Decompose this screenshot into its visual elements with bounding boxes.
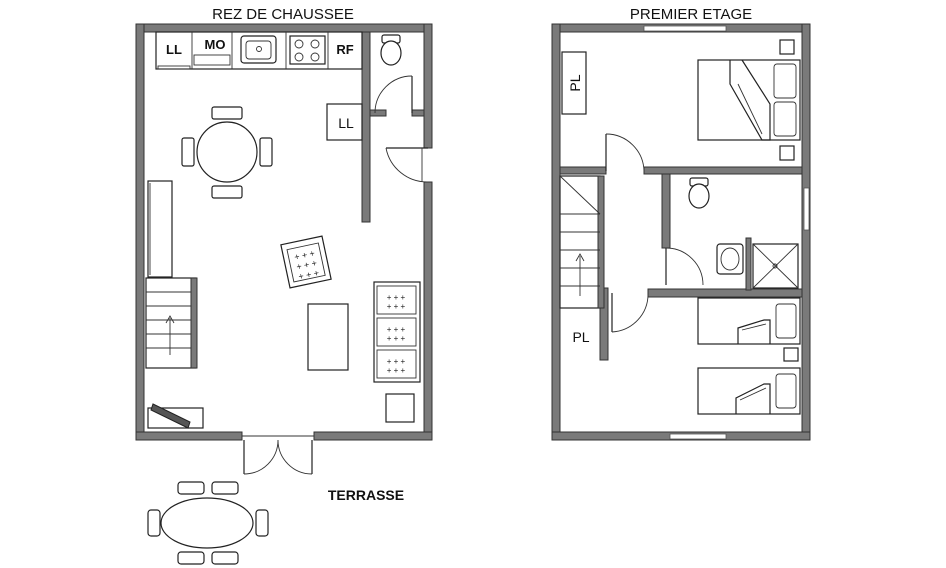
bedroom1-door	[605, 133, 645, 172]
wardrobe	[147, 180, 173, 278]
washing-machine-label: LL	[166, 42, 182, 57]
chair	[211, 551, 239, 565]
wc-door	[374, 75, 413, 114]
wc-partition-wall	[361, 31, 371, 223]
svg-text:+ + +: + + +	[387, 334, 406, 343]
washbasin	[716, 243, 744, 275]
side-table	[385, 393, 415, 423]
armchair: + + + + + + + + +	[280, 235, 332, 289]
tv-unit	[147, 403, 204, 429]
first-east-wall	[801, 23, 811, 441]
svg-text:+ + +: + + +	[387, 357, 406, 366]
chair	[211, 106, 243, 120]
first-toilet	[688, 177, 710, 209]
nightstand	[779, 145, 795, 161]
ground-north-wall	[135, 23, 433, 33]
svg-text:+ + +: + + +	[295, 258, 317, 272]
ground-east-wall-lower	[423, 181, 433, 441]
closet-bottom-label: PL	[572, 329, 589, 345]
kitchen-sink	[240, 35, 277, 64]
washing-machine-ground-label: LL	[338, 115, 354, 131]
ground-east-wall-upper	[423, 23, 433, 149]
terrace-door	[242, 435, 314, 475]
chair	[211, 481, 239, 495]
first-floor: PL	[551, 23, 811, 441]
ground-stairs	[145, 277, 198, 369]
closet-top	[561, 51, 587, 115]
wc-south-wall-stub-right	[411, 109, 425, 117]
nightstand	[779, 39, 795, 55]
south-window	[669, 433, 727, 440]
bathroom-west-wall	[661, 173, 671, 249]
ground-south-wall-left	[135, 431, 243, 441]
first-west-wall	[551, 23, 561, 441]
bedroom2-north-wall	[647, 288, 803, 298]
ground-south-wall-right	[313, 431, 433, 441]
svg-text:+ + +: + + +	[297, 268, 319, 282]
chair	[177, 481, 205, 495]
svg-text:+ + +: + + +	[387, 293, 406, 302]
washing-machine	[326, 103, 363, 141]
wc-south-wall-stub	[369, 109, 387, 117]
terrace-table	[147, 481, 269, 565]
first-stairs	[559, 175, 605, 309]
coffee-table	[307, 303, 349, 371]
bedroom2-door	[611, 292, 649, 333]
ground-west-wall	[135, 23, 145, 441]
bathroom-door	[665, 247, 704, 286]
ground-floor-title: REZ DE CHAUSSEE	[212, 6, 354, 23]
ground-floor: LL MO RF LL	[135, 23, 433, 475]
svg-text:+ + +: + + +	[387, 325, 406, 334]
single-bed-2	[697, 367, 801, 415]
ground-toilet	[380, 34, 402, 66]
north-window	[643, 25, 727, 32]
shower-wall	[745, 237, 752, 291]
dining-table	[181, 106, 273, 199]
microwave-label: MO	[205, 37, 226, 52]
svg-text:+ + +: + + +	[293, 248, 315, 262]
chair	[177, 551, 205, 565]
chair	[255, 509, 269, 537]
bedroom1-wall-left	[559, 166, 607, 175]
fridge-label: RF	[336, 42, 353, 57]
cooktop	[289, 35, 326, 65]
svg-text:+ + +: + + +	[387, 302, 406, 311]
entry-door	[385, 147, 429, 183]
single-bed-1	[697, 297, 801, 345]
svg-text:+ + +: + + +	[387, 366, 406, 375]
closet-top-label: PL	[567, 74, 583, 91]
sofa: + + + + + + + + + + + + + + + + + +	[373, 281, 421, 383]
chair	[211, 185, 243, 199]
chair	[147, 509, 161, 537]
bedroom1-wall-right	[643, 166, 803, 175]
east-window	[803, 187, 810, 231]
terrace-label: TERRASSE	[328, 487, 404, 503]
chair	[259, 137, 273, 167]
double-bed	[697, 59, 801, 141]
chair	[181, 137, 195, 167]
shower	[752, 243, 799, 289]
nightstand	[783, 347, 799, 362]
first-floor-title: PREMIER ETAGE	[630, 6, 752, 23]
